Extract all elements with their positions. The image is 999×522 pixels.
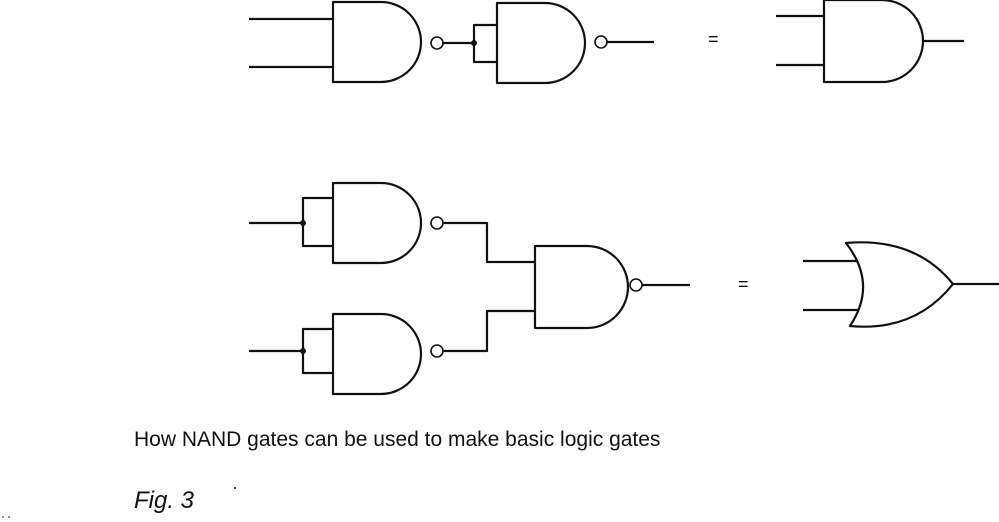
and-gate	[822, 0, 925, 84]
nand-bubble-2	[594, 35, 608, 49]
tied-inputs-3	[301, 327, 333, 375]
equals-sign-and: =	[708, 29, 719, 49]
nand-gate-5	[533, 244, 630, 330]
tied-inputs-2	[301, 196, 333, 248]
and-gate-equivalent	[776, 0, 964, 84]
nand-gate-2	[495, 1, 587, 85]
nand-bubble-1	[430, 36, 444, 50]
connect-wire-3	[443, 309, 535, 353]
nand-bubble-4	[430, 344, 444, 358]
scan-speck	[2, 516, 4, 518]
connect-wire-2	[443, 221, 535, 264]
or-gate	[844, 241, 955, 328]
and-from-nand-circuit	[249, 0, 654, 85]
nand-gate-4	[331, 312, 423, 396]
or-gate-equivalent	[803, 241, 999, 328]
nand-gate-1	[331, 0, 423, 84]
nand-bubble-5	[629, 278, 643, 292]
equals-sign-or: =	[738, 274, 749, 294]
figure-label: Fig. 3	[134, 487, 195, 514]
scan-speck	[234, 487, 236, 489]
scan-speck	[8, 516, 10, 518]
tied-inputs-1	[472, 23, 497, 64]
nand-gate-3	[331, 181, 423, 265]
or-from-nand-circuit	[249, 181, 690, 396]
figure-caption: How NAND gates can be used to make basic…	[134, 428, 661, 451]
nand-bubble-3	[430, 216, 444, 230]
